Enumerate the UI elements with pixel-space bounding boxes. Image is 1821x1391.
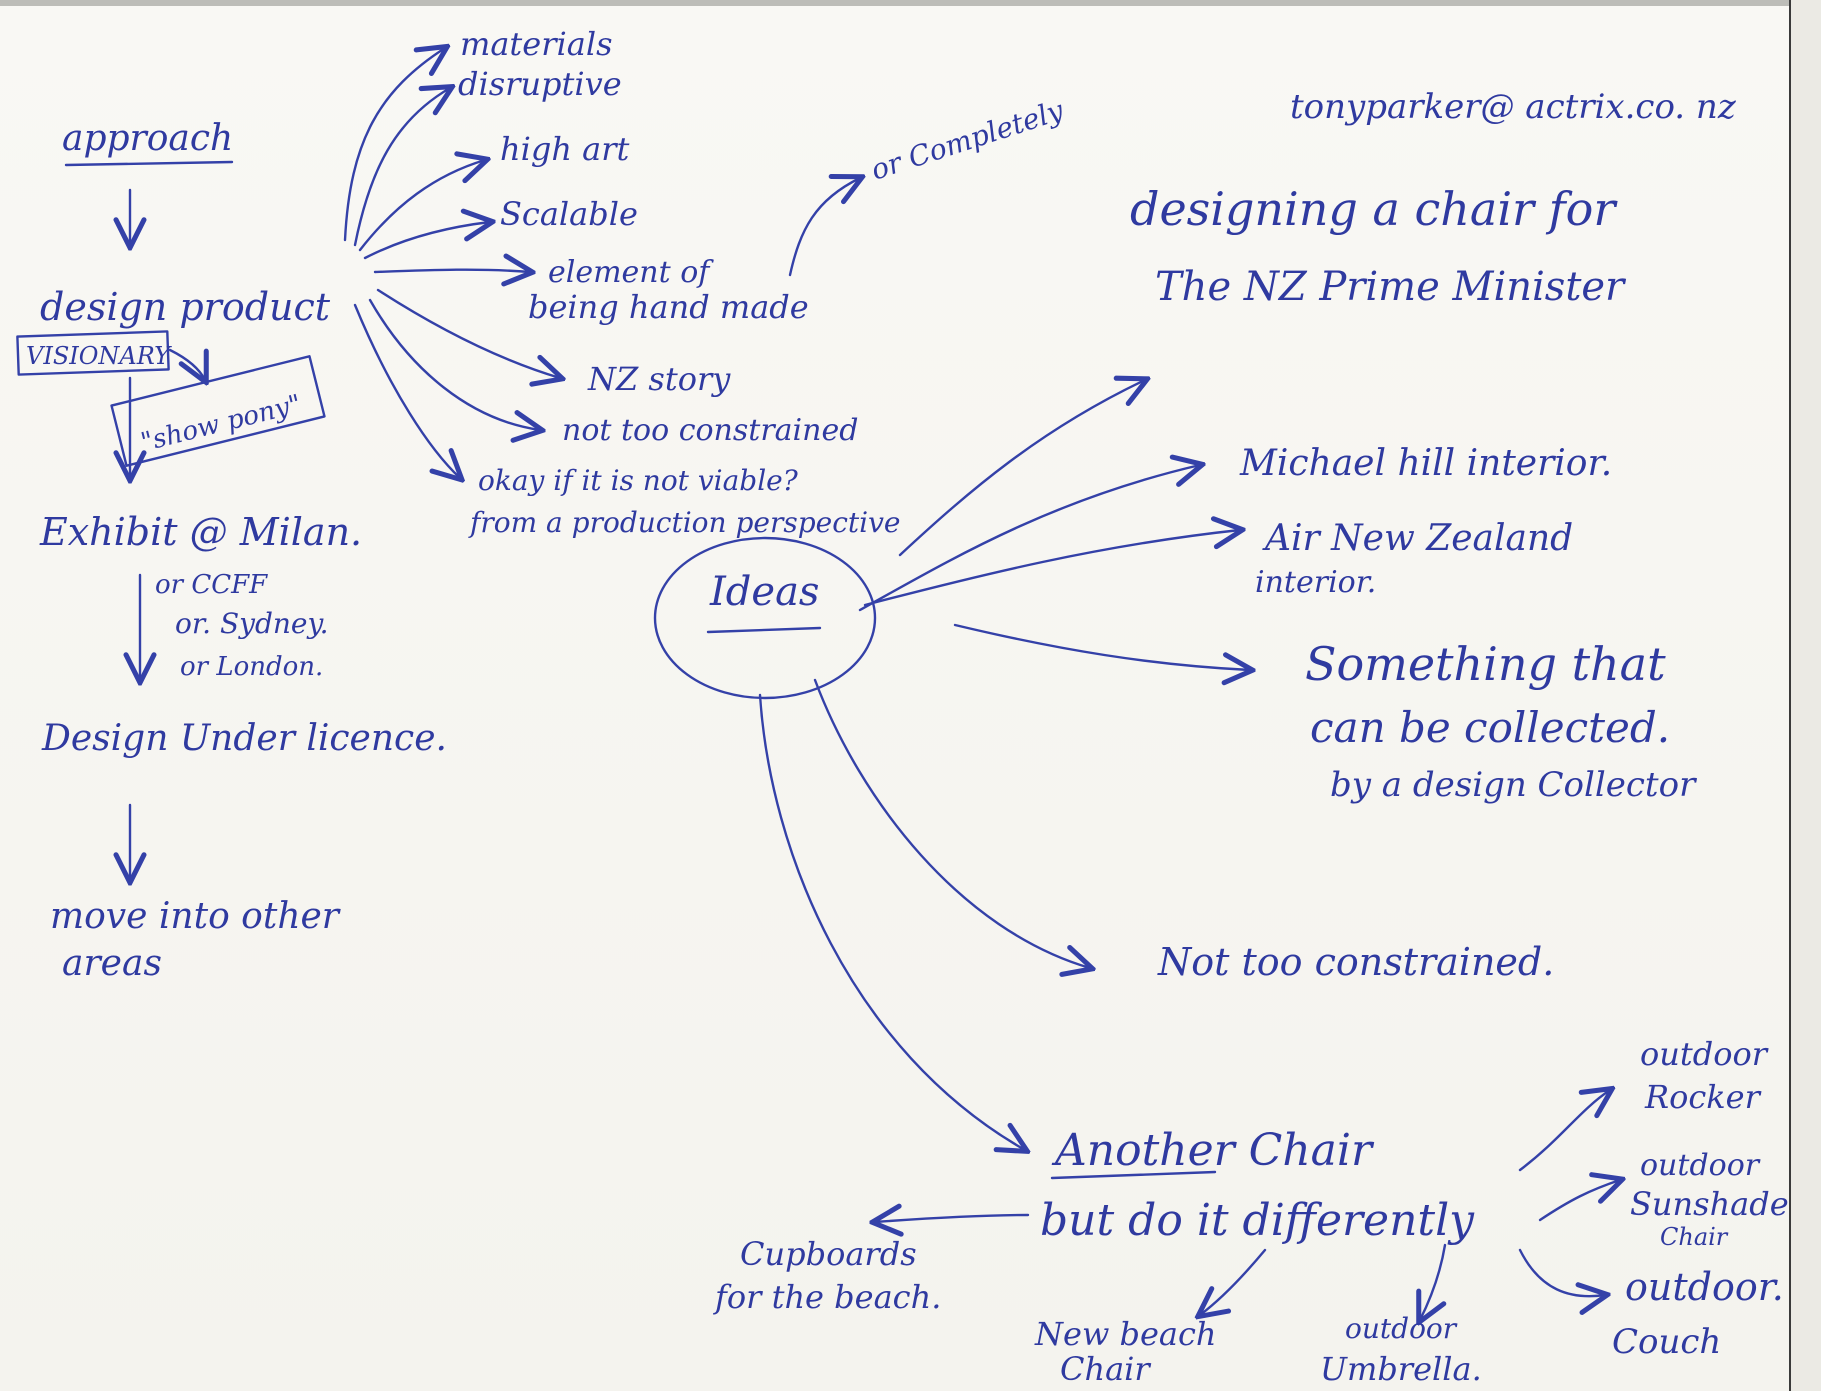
or-sydney-text: or. Sydney. — [175, 607, 329, 640]
arrow-outdoor-couch — [1518, 1248, 1605, 1296]
not-too-constrained-text: Not too constrained. — [1157, 940, 1554, 984]
or-ccff-text: or CCFF — [155, 570, 268, 600]
ideas-text: Ideas — [709, 569, 819, 615]
arrow-outdoor-rocker — [1518, 1090, 1610, 1172]
from-production-text: from a production perspective — [468, 506, 900, 539]
arrow-materials — [343, 48, 445, 242]
outdoor-sunshade-line3: Chair — [1660, 1223, 1729, 1251]
cupboards-line2: for the beach. — [713, 1278, 941, 1316]
arrow-outdoor-sunshade — [1538, 1180, 1620, 1222]
arrow-top-blank — [898, 380, 1145, 557]
outdoor-sunshade-line2: Sunshade — [1630, 1185, 1789, 1223]
outdoor-couch-line2: Couch — [1612, 1322, 1721, 1362]
high-art-text: high art — [500, 130, 629, 168]
not-too-constrained-small-text: not too constrained — [562, 413, 858, 448]
something-line1: Something that — [1305, 637, 1666, 691]
arrow-element — [373, 270, 530, 272]
disruptive-text: disruptive — [458, 65, 622, 103]
something-line2: can be collected. — [1310, 703, 1670, 752]
air-nz-line1: Air New Zealand — [1262, 518, 1573, 559]
move-into-text: move into other — [50, 896, 341, 937]
another-underline — [1050, 1170, 1217, 1180]
scalable-text: Scalable — [500, 195, 638, 233]
exhibit-text: Exhibit @ Milan. — [39, 510, 362, 554]
approach-underline — [64, 160, 234, 167]
another-chair-text: Another Chair — [1051, 1125, 1375, 1176]
ideas-circle — [653, 536, 877, 700]
show-pony-text: "show pony" — [138, 389, 304, 458]
outdoor-umbrella-line1: outdoor — [1345, 1312, 1458, 1345]
nz-story-text: NZ story — [587, 360, 731, 398]
arrow-air-nz — [863, 530, 1240, 607]
arrow-michael-hill — [858, 465, 1200, 612]
something-line3: by a design Collector — [1330, 765, 1697, 805]
arrow-something — [953, 623, 1250, 670]
visionary-box — [16, 330, 170, 376]
arrow-nz-story — [376, 288, 560, 378]
outdoor-rocker-line2: Rocker — [1644, 1078, 1762, 1116]
arrow-visionary-pony — [168, 350, 205, 380]
outdoor-couch-line1: outdoor. — [1625, 1265, 1784, 1309]
michael-hill-text: Michael hill interior. — [1239, 443, 1612, 484]
arrow-okay-if — [353, 303, 460, 478]
paper-right-edge — [1789, 0, 1821, 1391]
email-text: tonyparker@ actrix.co. nz — [1290, 87, 1737, 127]
air-nz-line2: interior. — [1255, 565, 1376, 600]
arrow-scalable — [363, 222, 490, 260]
outdoor-umbrella-line2: Umbrella. — [1320, 1350, 1482, 1388]
or-completely-text: or Completely — [867, 93, 1069, 187]
arrow-another-chair — [758, 693, 1025, 1150]
arrow-high-art — [358, 160, 485, 252]
arrow-new-beach — [1200, 1248, 1267, 1315]
new-beach-line2: Chair — [1060, 1350, 1151, 1388]
cupboards-line1: Cupboards — [740, 1235, 917, 1273]
paper-top-edge — [0, 0, 1821, 6]
do-it-differently-text: but do it differently — [1040, 1195, 1475, 1246]
arrow-not-too-constrained — [813, 678, 1090, 968]
outdoor-sunshade-line1: outdoor — [1640, 1148, 1761, 1183]
or-london-text: or London. — [180, 652, 323, 682]
approach-text: approach — [62, 118, 233, 159]
okay-if-text: okay if it is not viable? — [478, 464, 799, 497]
design-product-text: design product — [40, 285, 331, 329]
arrow-disruptive — [353, 88, 450, 247]
element-of-text: element of — [548, 255, 714, 290]
arrow-or-completely — [788, 178, 860, 277]
new-beach-line1: New beach — [1034, 1315, 1217, 1353]
materials-text: materials — [460, 25, 612, 63]
areas-text: areas — [62, 943, 162, 984]
being-hand-made-text: being hand made — [528, 288, 809, 326]
arrow-not-constrained-small — [368, 298, 540, 430]
title-line2: The NZ Prime Minister — [1155, 264, 1627, 310]
outdoor-rocker-line1: outdoor — [1640, 1035, 1769, 1073]
show-pony-box — [110, 355, 326, 467]
arrow-cupboards — [875, 1215, 1030, 1222]
ideas-underline — [706, 626, 822, 634]
design-licence-text: Design Under licence. — [41, 718, 447, 759]
title-line1: designing a chair for — [1130, 182, 1618, 236]
visionary-text: VISIONARY — [26, 342, 172, 370]
arrow-outdoor-umbrella — [1420, 1243, 1445, 1320]
